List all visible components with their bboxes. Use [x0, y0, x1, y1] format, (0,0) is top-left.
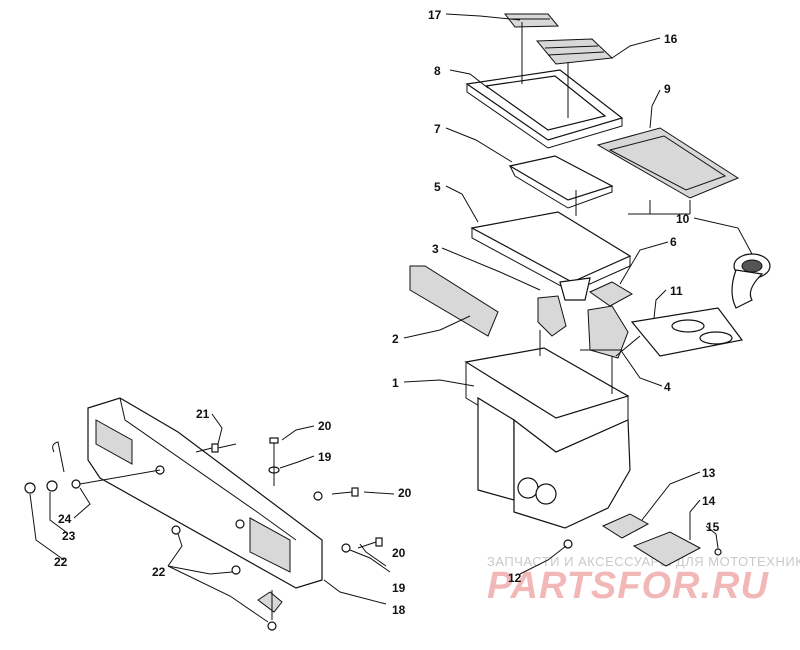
part-18-mount-bracket: [87, 397, 323, 589]
callout-24: 24: [58, 512, 72, 526]
callout-20-top: 20: [318, 419, 332, 433]
callout-12: 12: [508, 571, 522, 585]
part-19-washer-low: [341, 543, 351, 553]
callout-5: 5: [434, 180, 441, 194]
part-20-bolt-low: [357, 537, 383, 549]
part-20-bolt-mid: [331, 487, 359, 497]
part-20-bolt-top: [269, 437, 279, 462]
part-24-rod: [52, 441, 65, 473]
callout-13: 13: [702, 466, 716, 480]
part-5-lid: [470, 211, 632, 301]
callout-2: 2: [392, 332, 399, 346]
callout-19-top: 19: [318, 450, 332, 464]
part-15-fastener: [714, 548, 722, 556]
callout-14: 14: [702, 494, 716, 508]
part-14-grille: [632, 531, 702, 567]
part-13-grille: [601, 513, 650, 539]
callout-4: 4: [664, 380, 671, 394]
part-10-intake-elbow: [731, 253, 771, 309]
callout-10: 10: [676, 212, 690, 226]
callout-20-low: 20: [392, 546, 406, 560]
callout-11: 11: [670, 284, 683, 298]
part-11-gasket: [630, 307, 744, 357]
callout-17: 17: [428, 8, 442, 22]
part-6-bracket: [588, 281, 634, 307]
callout-8: 8: [434, 64, 441, 78]
callout-22-left: 22: [54, 555, 68, 569]
part-3-foam: [537, 295, 567, 337]
callout-3: 3: [432, 242, 439, 256]
callout-15: 15: [706, 520, 720, 534]
callout-16: 16: [664, 32, 678, 46]
callout-22-center: 22: [152, 565, 166, 579]
watermark-logo: PARTSFOR.RU: [487, 565, 769, 607]
part-17-plate: [503, 13, 560, 28]
callout-20-mid: 20: [398, 486, 412, 500]
part-2-side-panel: [409, 265, 499, 337]
watermark-caption: ЗАПЧАСТИ И АКСЕССУАРЫ ДЛЯ МОТОТЕХНИКИ: [487, 554, 800, 569]
part-8-cover-frame: [465, 69, 624, 149]
callout-19-low: 19: [392, 581, 406, 595]
callout-1: 1: [392, 376, 399, 390]
leader-lines: [29, 13, 753, 623]
part-23-washer: [46, 479, 81, 492]
part-22-nut-left: [24, 482, 36, 494]
part-1-airbox: [464, 347, 631, 549]
part-7-tray: [508, 155, 614, 209]
part-22-nuts: [171, 525, 283, 631]
callout-labels: 17 16 8 9 7 5 10 3 6 11 2 1 4 13 14 15 1…: [54, 8, 720, 617]
part-4-foam: [587, 305, 629, 359]
part-16-screen: [535, 38, 614, 65]
callout-9: 9: [664, 82, 671, 96]
callout-18: 18: [392, 603, 406, 617]
callout-21: 21: [196, 407, 210, 421]
callout-7: 7: [434, 122, 441, 136]
part-9-filter-pad: [596, 127, 740, 199]
callout-23: 23: [62, 529, 76, 543]
callout-6: 6: [670, 235, 677, 249]
part-19-washer-top: [268, 466, 323, 501]
